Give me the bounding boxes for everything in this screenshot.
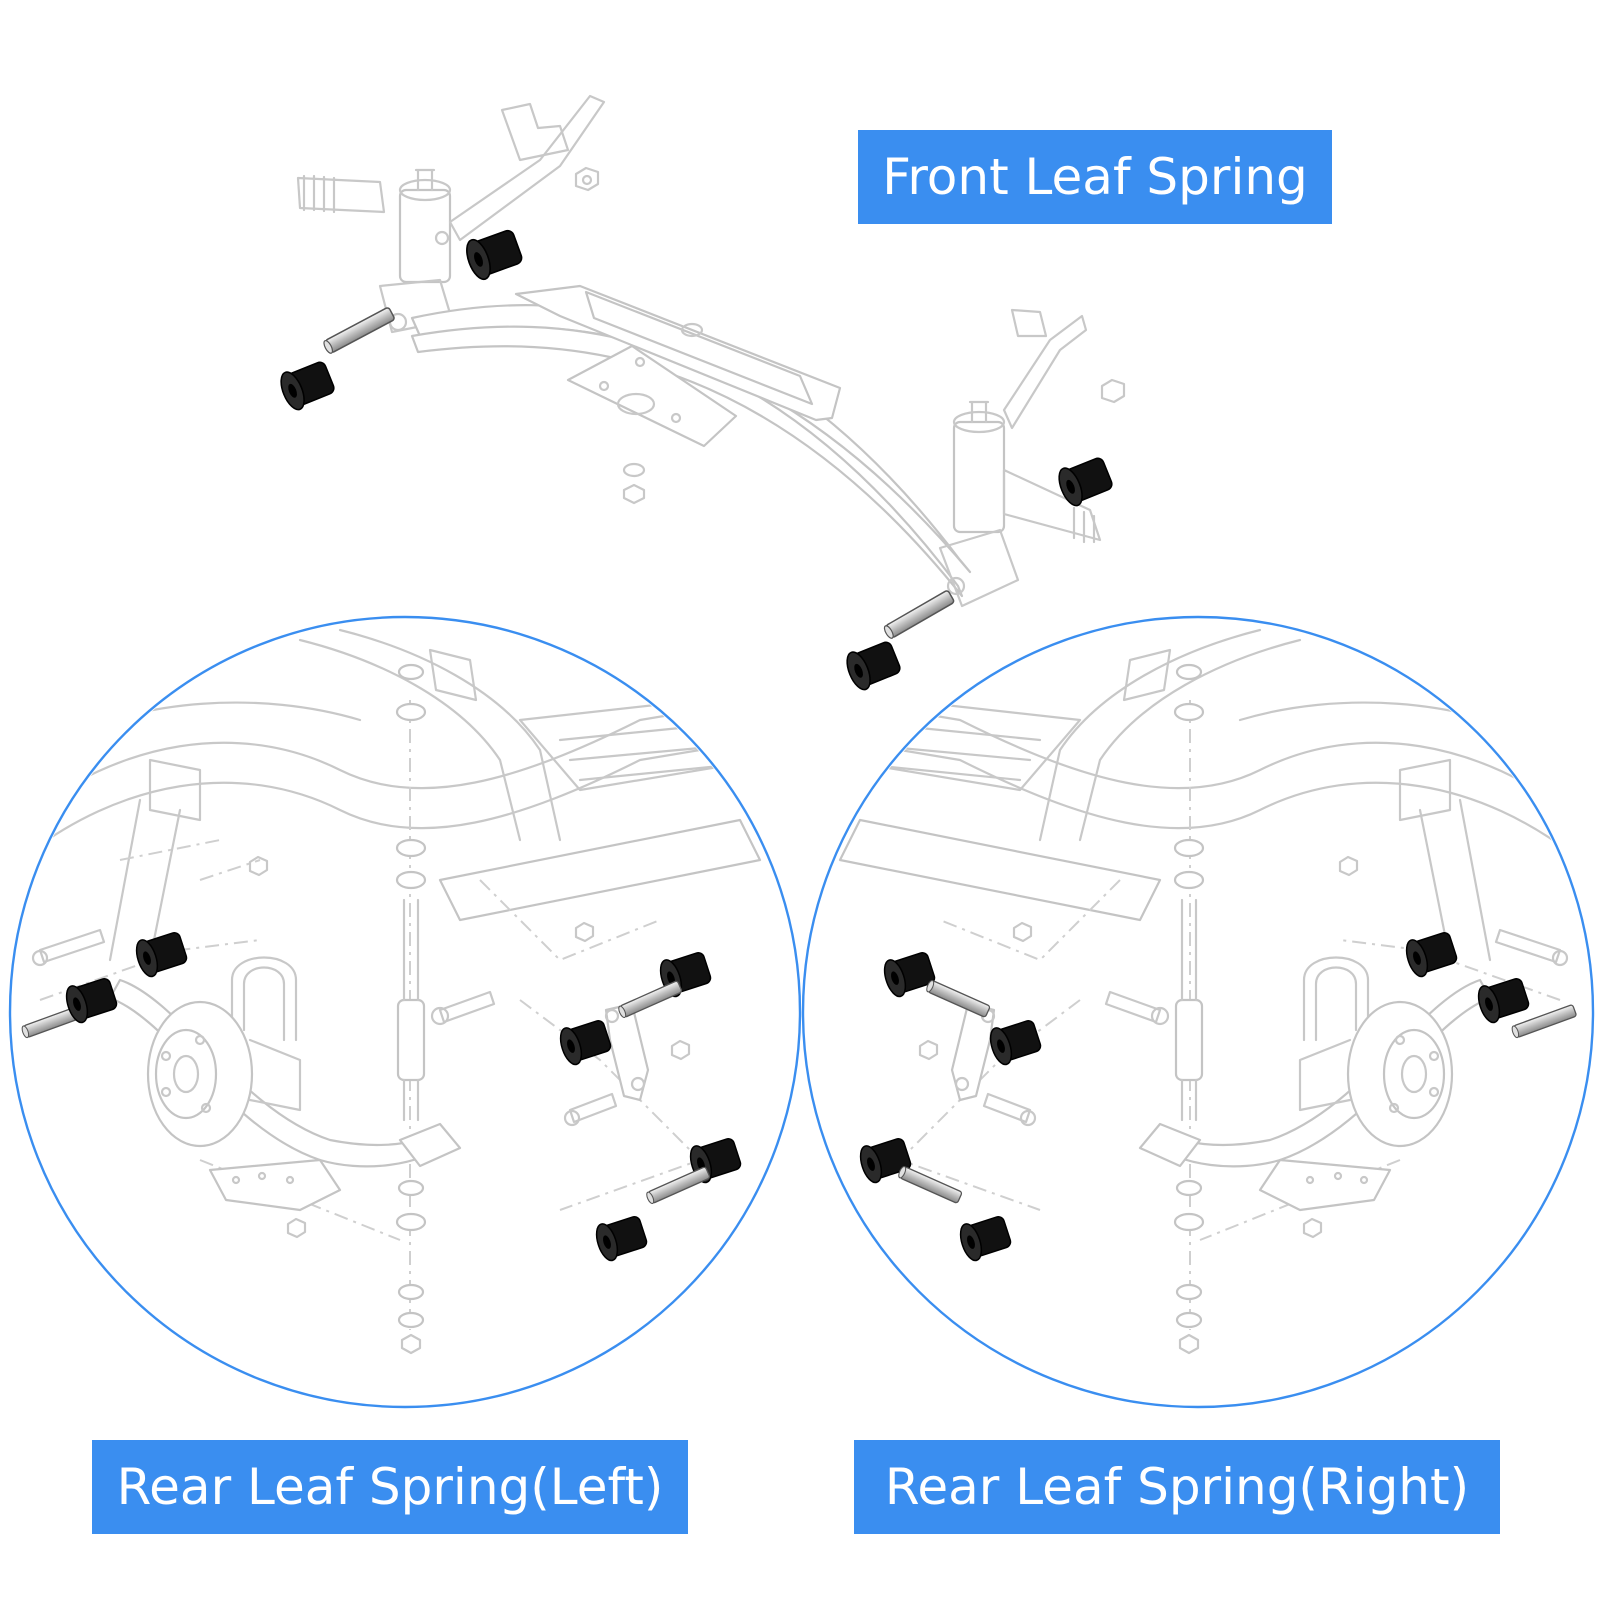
- rear-left-circle: [8, 615, 802, 1409]
- rear-left-assembly: [8, 615, 802, 1409]
- rear-leaf-spring-left-label: Rear Leaf Spring(Left): [92, 1440, 688, 1534]
- rear-leaf-spring-right-label: Rear Leaf Spring(Right): [854, 1440, 1500, 1534]
- front-leaf-spring-assembly: [275, 94, 1126, 694]
- rear-right-circle: [801, 615, 1595, 1409]
- rear-right-assembly: [801, 615, 1595, 1409]
- front-leaf-spring-label: Front Leaf Spring: [858, 130, 1332, 224]
